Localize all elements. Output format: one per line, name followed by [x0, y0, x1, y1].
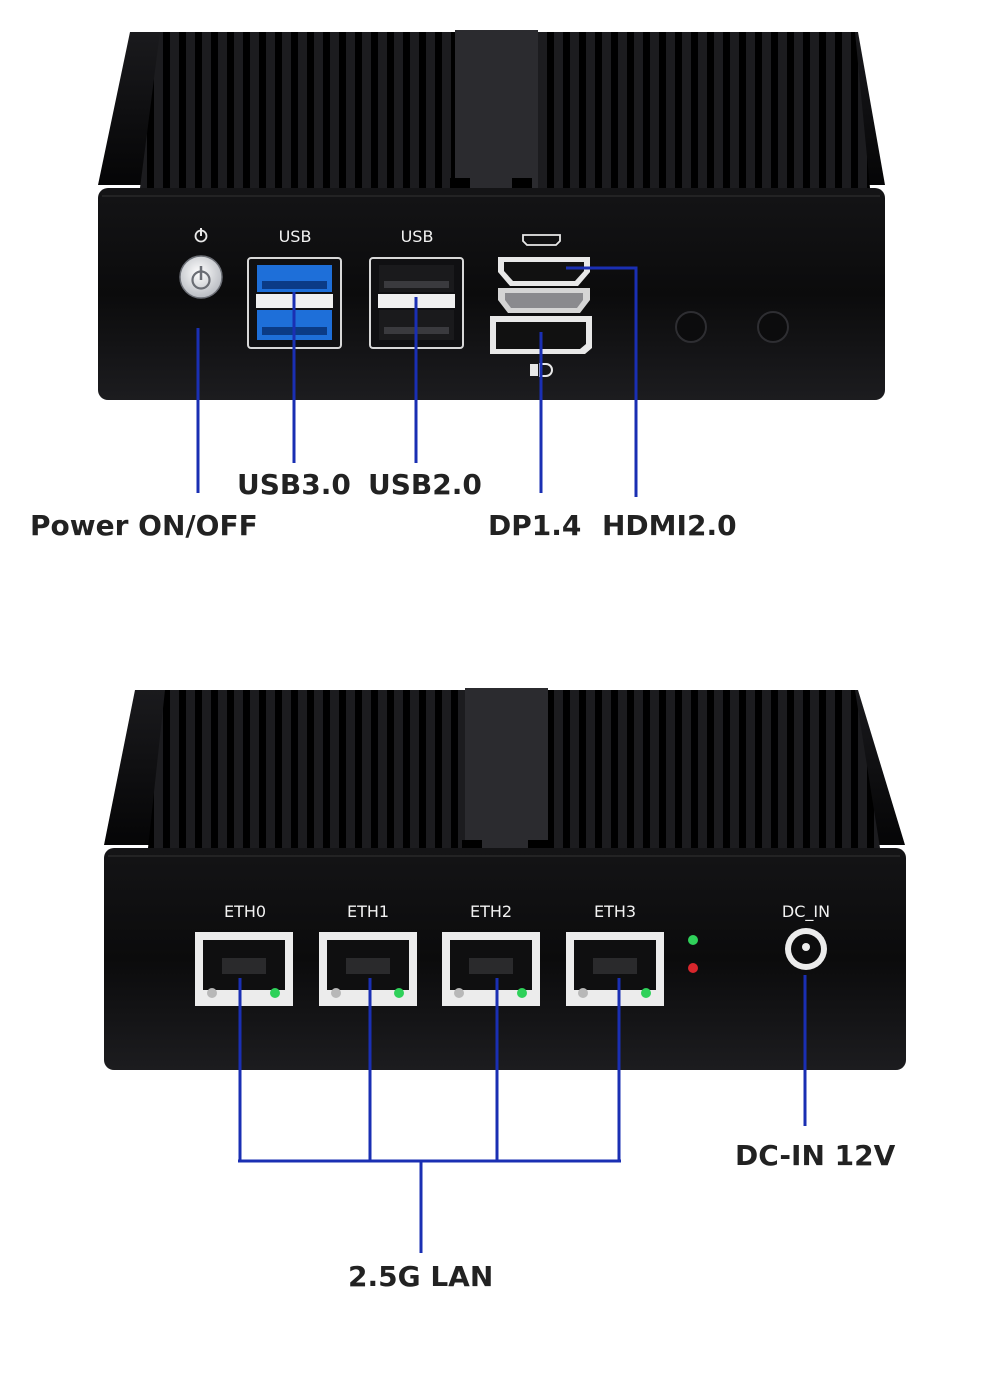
antenna-plug-right — [757, 311, 789, 343]
hdmi-icon — [522, 234, 561, 246]
eth1-port[interactable] — [319, 932, 417, 1006]
power-button[interactable] — [179, 255, 223, 299]
hdmi-port[interactable] — [498, 257, 590, 286]
status-led-green — [688, 935, 698, 945]
eth0-port[interactable] — [195, 932, 293, 1006]
callout-dp: DP1.4 — [488, 509, 582, 542]
dc-in-jack[interactable] — [785, 928, 827, 970]
eth2-label: ETH2 — [469, 902, 513, 921]
eth3-port[interactable] — [566, 932, 664, 1006]
status-led-red — [688, 963, 698, 973]
usb-label-left: USB — [278, 227, 312, 246]
callout-usb2: USB2.0 — [368, 468, 482, 501]
eth1-label: ETH1 — [346, 902, 390, 921]
front-device — [98, 30, 885, 400]
eth0-label: ETH0 — [223, 902, 267, 921]
usb-label-right: USB — [400, 227, 434, 246]
dc-in-label: DC_IN — [781, 902, 831, 921]
power-icon-small — [194, 228, 208, 243]
callout-lan: 2.5G LAN — [348, 1260, 494, 1293]
callout-usb3: USB3.0 — [237, 468, 351, 501]
antenna-plug-left — [675, 311, 707, 343]
displayport-icon — [530, 363, 553, 377]
hdmi-port-2[interactable] — [498, 288, 590, 313]
front-callout-lines — [196, 266, 638, 497]
rear-callout-lines — [238, 975, 807, 1253]
callout-power: Power ON/OFF — [30, 509, 258, 542]
eth3-label: ETH3 — [593, 902, 637, 921]
rear-device — [104, 688, 906, 1070]
callout-hdmi: HDMI2.0 — [602, 509, 737, 542]
callout-dc-in: DC-IN 12V — [735, 1139, 896, 1172]
eth2-port[interactable] — [442, 932, 540, 1006]
